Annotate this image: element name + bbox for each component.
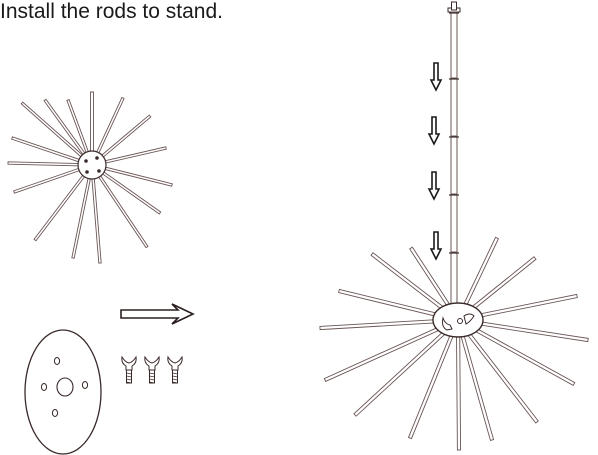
left-spider-frame <box>8 92 172 263</box>
wing-nut <box>168 357 182 383</box>
down-arrows <box>429 63 441 259</box>
plate-hole-right <box>82 382 87 389</box>
hub-hole <box>95 156 99 160</box>
plate-hole-left <box>41 384 46 391</box>
right-arrow-icon <box>121 304 193 324</box>
pole-segment <box>451 78 457 136</box>
spider-hub <box>78 151 106 179</box>
plate-hole-bottom <box>52 410 57 417</box>
wing-nuts <box>122 357 182 383</box>
wing-nut <box>145 357 159 383</box>
plate-center-hole <box>57 378 73 396</box>
down-arrow-icon <box>429 117 439 144</box>
spider-rod <box>91 165 101 263</box>
hub-hole <box>85 170 89 174</box>
stand-rod <box>456 320 460 450</box>
down-arrow-icon <box>431 232 441 259</box>
pole-segment <box>451 12 457 78</box>
center-pole <box>448 2 460 316</box>
assembled-stand <box>320 2 588 450</box>
pole-tip <box>452 2 457 10</box>
wing-nut <box>122 357 136 383</box>
wing-nut-head <box>168 357 182 370</box>
hub-hole <box>84 159 88 163</box>
pole-segment <box>451 136 457 194</box>
wing-nut-head <box>122 357 136 370</box>
spider-top-rod <box>91 92 94 155</box>
hub-hole <box>97 169 101 173</box>
down-arrow-icon <box>431 63 441 90</box>
down-arrow-icon <box>429 172 439 199</box>
base-plate <box>25 330 101 454</box>
wing-nut-head <box>145 357 159 370</box>
pole-segment <box>451 194 457 252</box>
plate-hole-top <box>54 358 59 365</box>
